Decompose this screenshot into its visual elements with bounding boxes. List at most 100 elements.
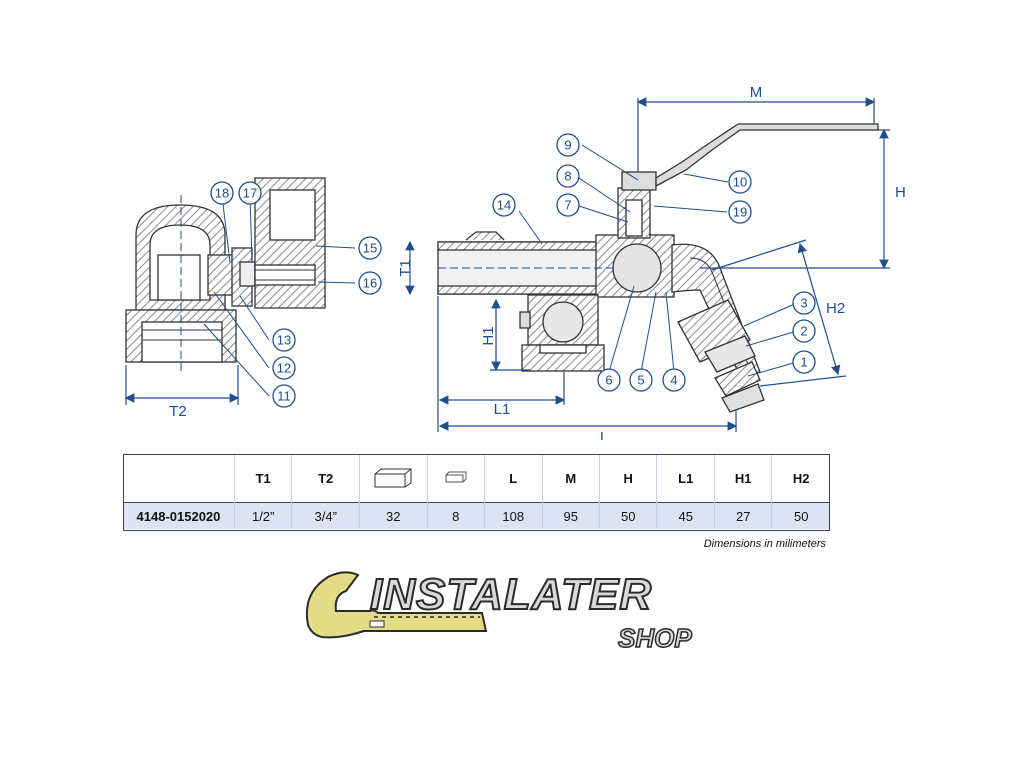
callout-label: 4 <box>670 373 677 388</box>
side-view <box>125 177 326 372</box>
instalater-shop-logo: INSTALATER SHOP <box>306 569 693 654</box>
callout-circle <box>358 236 382 260</box>
header-cell-l: L <box>484 454 543 503</box>
cell-t2: 3/4” <box>291 502 360 529</box>
logo-sub-text: SHOP <box>618 623 692 653</box>
callout-3: 3 <box>792 291 816 315</box>
dimension-labels: T1 T2 L1 L M H H1 H2 <box>169 84 906 440</box>
dim-label-l: L <box>600 429 608 440</box>
dim-label-h: H <box>895 184 906 201</box>
dimension-lines <box>124 97 890 432</box>
callout-circle <box>662 368 686 392</box>
callout-2: 2 <box>792 319 816 343</box>
callout-circle <box>728 200 752 224</box>
callout-label: 1 <box>800 355 807 370</box>
callout-label: 5 <box>637 373 644 388</box>
callout-circle <box>792 319 816 343</box>
cell-h2: 50 <box>771 502 830 529</box>
callout-10: 10 <box>728 170 752 194</box>
cell-l1: 45 <box>656 502 715 529</box>
callout-18: 18 <box>210 181 234 205</box>
callout-label: 7 <box>564 198 571 213</box>
callout-circle <box>358 271 382 295</box>
callout-label: 18 <box>215 186 229 201</box>
callout-1: 1 <box>792 350 816 374</box>
header-cell-wrench-large <box>358 454 428 503</box>
callout-label: 13 <box>277 333 291 348</box>
units-note: Dimensions in milimeters <box>703 538 826 550</box>
dim-label-h1: H1 <box>480 326 497 345</box>
header-cell-h: H <box>598 454 657 503</box>
callout-label: 10 <box>733 175 747 190</box>
cell-l: 108 <box>484 502 543 529</box>
cell-wrench-small: 8 <box>426 502 485 529</box>
header-cell-wrench-small <box>426 454 485 503</box>
callout-circle <box>597 368 621 392</box>
table-row: 4148-0152020 1/2” 3/4” 32 8 108 95 50 45… <box>123 502 830 529</box>
dim-label-m: M <box>750 84 763 101</box>
cell-h1: 27 <box>713 502 772 529</box>
header-cell-l1: L1 <box>656 454 715 503</box>
callout-circle <box>792 350 816 374</box>
cell-h: 50 <box>598 502 657 529</box>
callout-label: 6 <box>605 373 612 388</box>
cell-m: 95 <box>541 502 600 529</box>
callout-16: 16 <box>358 271 382 295</box>
cell-wrench-large: 32 <box>358 502 428 529</box>
callout-circle <box>728 170 752 194</box>
leader-lines <box>203 144 798 397</box>
callout-circle <box>492 193 516 217</box>
wrench-logo-icon <box>306 571 488 639</box>
callout-circle <box>556 133 580 157</box>
callout-circle <box>792 291 816 315</box>
cell-product-code: 4148-0152020 <box>123 502 235 529</box>
callout-circle <box>272 356 296 380</box>
callout-11: 11 <box>272 384 296 408</box>
header-cell-t2: T2 <box>291 454 360 503</box>
callout-label: 11 <box>277 389 291 404</box>
wrench-size-small-icon <box>445 471 467 482</box>
callout-8: 8 <box>556 164 580 188</box>
callout-17: 17 <box>238 181 262 205</box>
callout-circle <box>272 384 296 408</box>
header-cell-t1: T1 <box>233 454 292 503</box>
callout-label: 2 <box>800 324 807 339</box>
callout-circle <box>238 181 262 205</box>
valve-body <box>437 123 879 413</box>
callout-6: 6 <box>597 368 621 392</box>
callout-label: 19 <box>733 205 747 220</box>
callout-12: 12 <box>272 356 296 380</box>
header-cell-m: M <box>541 454 600 503</box>
callout-circle <box>556 193 580 217</box>
callout-5: 5 <box>629 368 653 392</box>
callout-9: 9 <box>556 133 580 157</box>
callout-label: 16 <box>363 276 377 291</box>
dim-label-l1: L1 <box>494 401 511 418</box>
callout-label: 14 <box>497 198 511 213</box>
callout-circle <box>210 181 234 205</box>
callout-7: 7 <box>556 193 580 217</box>
dim-label-t1: T1 <box>397 259 414 277</box>
cell-t1: 1/2” <box>233 502 292 529</box>
callout-4: 4 <box>662 368 686 392</box>
callout-circle <box>556 164 580 188</box>
callout-circle <box>272 328 296 352</box>
callout-label: 3 <box>800 296 807 311</box>
header-cell-code <box>123 454 234 503</box>
callout-label: 17 <box>243 186 257 201</box>
spec-table-header-row: T1 T2 L M H L1 H1 H2 <box>123 454 830 503</box>
callout-14: 14 <box>492 193 516 217</box>
dim-label-h2: H2 <box>826 300 845 317</box>
header-cell-h1: H1 <box>713 454 772 503</box>
logo-main-text: INSTALATER <box>370 570 652 619</box>
callout-19: 19 <box>728 200 752 224</box>
dim-label-t2: T2 <box>169 403 187 420</box>
header-cell-h2: H2 <box>771 454 830 503</box>
callout-label: 12 <box>277 361 291 376</box>
callout-circle <box>629 368 653 392</box>
spec-table: T1 T2 L M H L1 H1 H2 4148-0152020 1/2” 3… <box>123 454 830 529</box>
callout-13: 13 <box>272 328 296 352</box>
callout-15: 15 <box>358 236 382 260</box>
